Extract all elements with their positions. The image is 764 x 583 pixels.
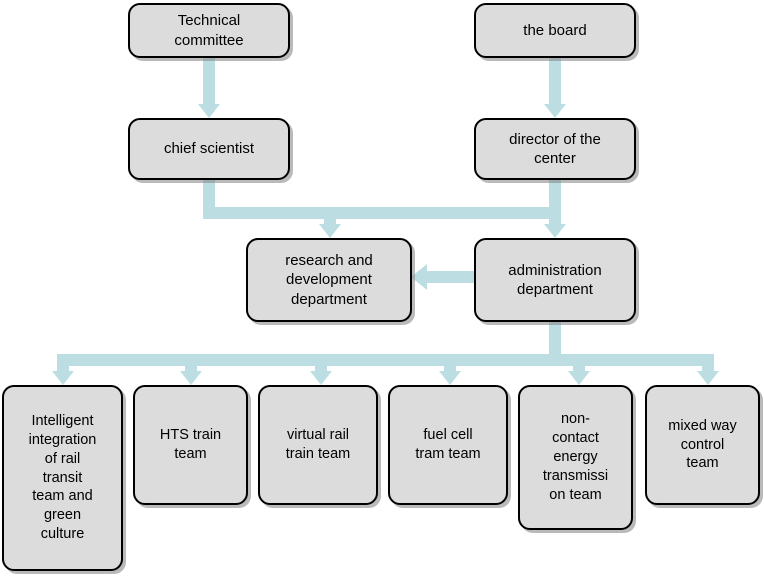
arrow-icon-team-4	[439, 371, 461, 385]
node-technical-committee[interactable]: Technical committee	[128, 3, 290, 58]
connector-team-distribution-bar	[57, 354, 714, 366]
node-fuel-cell-tram-team[interactable]: fuel cell tram team	[388, 385, 508, 505]
connector-director-to-administration	[549, 180, 561, 224]
arrow-icon-team-6	[697, 371, 719, 385]
connector-drop-team-5	[573, 354, 585, 371]
arrow-icon-team-5	[568, 371, 590, 385]
connector-chief-scientist-down	[203, 180, 215, 207]
connector-to-research-development	[324, 207, 336, 224]
connector-administration-to-research	[427, 271, 475, 283]
connector-technical-committee-to-chief-scientist	[203, 58, 215, 104]
arrow-icon-team-2	[180, 371, 202, 385]
node-hts-train-team[interactable]: HTS train team	[133, 385, 248, 505]
arrow-icon-to-research-left	[411, 264, 427, 290]
connector-administration-down-to-bus	[549, 322, 561, 354]
node-mixed-way-control-team[interactable]: mixed way control team	[645, 385, 760, 505]
node-virtual-rail-train-team[interactable]: virtual rail train team	[258, 385, 378, 505]
connector-drop-team-6	[702, 354, 714, 371]
connector-horizontal-mid-bar	[203, 207, 561, 219]
connector-drop-team-1	[57, 354, 69, 371]
arrow-icon-to-administration	[544, 224, 566, 238]
arrow-icon-team-3	[310, 371, 332, 385]
node-non-contact-energy-transmission-team[interactable]: non- contact energy transmissi on team	[518, 385, 633, 530]
connector-drop-team-4	[444, 354, 456, 371]
node-research-and-development-department[interactable]: research and development department	[246, 238, 412, 322]
connector-drop-team-3	[315, 354, 327, 371]
node-intelligent-integration-team[interactable]: Intelligent integration of rail transit …	[2, 385, 123, 571]
node-director-of-the-center[interactable]: director of the center	[474, 118, 636, 180]
arrow-icon-to-director	[544, 104, 566, 118]
connector-drop-team-2	[185, 354, 197, 371]
arrow-icon-to-research-development	[319, 224, 341, 238]
arrow-icon-team-1	[52, 371, 74, 385]
node-the-board[interactable]: the board	[474, 3, 636, 58]
node-chief-scientist[interactable]: chief scientist	[128, 118, 290, 180]
arrow-icon-to-chief-scientist	[198, 104, 220, 118]
node-administration-department[interactable]: administration department	[474, 238, 636, 322]
connector-board-to-director	[549, 58, 561, 104]
